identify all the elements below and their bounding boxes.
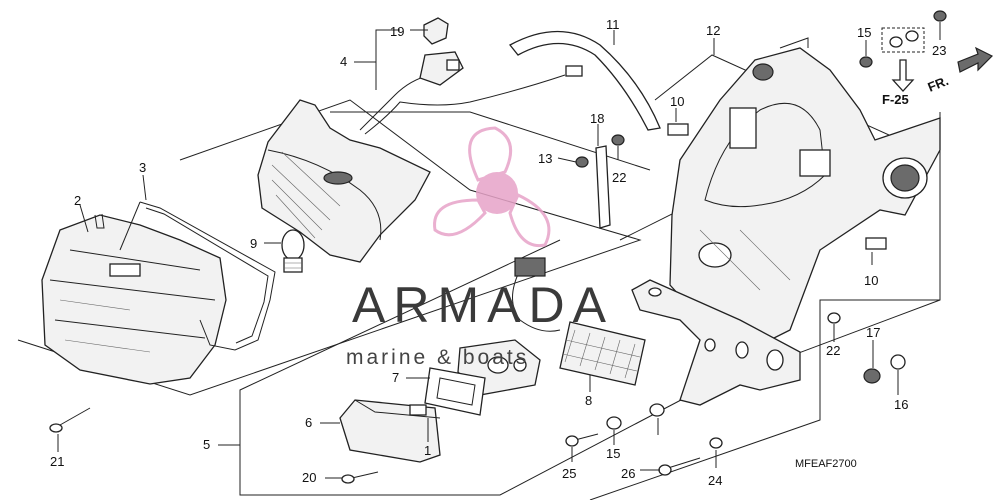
callout-16: 16 — [894, 397, 908, 412]
callout-10-bottom: 10 — [864, 273, 878, 288]
license-light-part — [339, 257, 561, 463]
reference-label: F-25 — [882, 92, 909, 107]
reflector-part — [559, 321, 646, 386]
callout-19: 19 — [390, 24, 404, 39]
callout-23: 23 — [932, 43, 946, 58]
fasteners — [49, 10, 947, 484]
callout-8: 8 — [585, 393, 592, 408]
diagram-code: MFEAF2700 — [795, 458, 857, 470]
callout-15-top: 15 — [857, 25, 871, 40]
pad-part — [667, 123, 887, 250]
callout-17: 17 — [866, 325, 880, 340]
callout-20: 20 — [302, 470, 316, 485]
socket-housing-part — [257, 51, 583, 263]
callout-5: 5 — [203, 437, 210, 452]
callout-4: 4 — [340, 54, 347, 69]
assembly-outlines — [17, 54, 941, 500]
callout-18: 18 — [590, 111, 604, 126]
callout-21: 21 — [50, 454, 64, 469]
gasket-part — [119, 201, 276, 351]
mudguard-strip-part — [509, 30, 661, 131]
callout-22-right: 22 — [826, 343, 840, 358]
callout-24: 24 — [708, 473, 722, 488]
callout-13: 13 — [538, 151, 552, 166]
callout-15-bottom: 15 — [606, 446, 620, 461]
bulb-part — [281, 229, 305, 273]
callout-6: 6 — [305, 415, 312, 430]
reference-arrow — [891, 59, 915, 92]
callout-22-top: 22 — [612, 170, 626, 185]
callout-10-top: 10 — [670, 94, 684, 109]
callout-9: 9 — [250, 236, 257, 251]
clip-part — [423, 17, 449, 45]
callout-12: 12 — [706, 23, 720, 38]
rear-fender-part — [669, 37, 941, 346]
callout-2: 2 — [74, 193, 81, 208]
callout-26: 26 — [621, 466, 635, 481]
callout-11: 11 — [606, 17, 620, 32]
watermark-brand: ARMADA — [352, 277, 614, 333]
license-bracket-part — [631, 279, 801, 406]
direction-label: FR. — [926, 73, 951, 95]
tail-lens-part — [41, 213, 227, 385]
watermark-logo-icon — [433, 126, 551, 248]
watermark-tagline: marine & boats — [346, 346, 529, 369]
callout-7: 7 — [392, 370, 399, 385]
leader-lines — [57, 22, 941, 479]
callout-25: 25 — [562, 466, 576, 481]
front-arrow-icon — [957, 46, 994, 73]
callout-3: 3 — [139, 160, 146, 175]
callout-1: 1 — [424, 443, 431, 458]
